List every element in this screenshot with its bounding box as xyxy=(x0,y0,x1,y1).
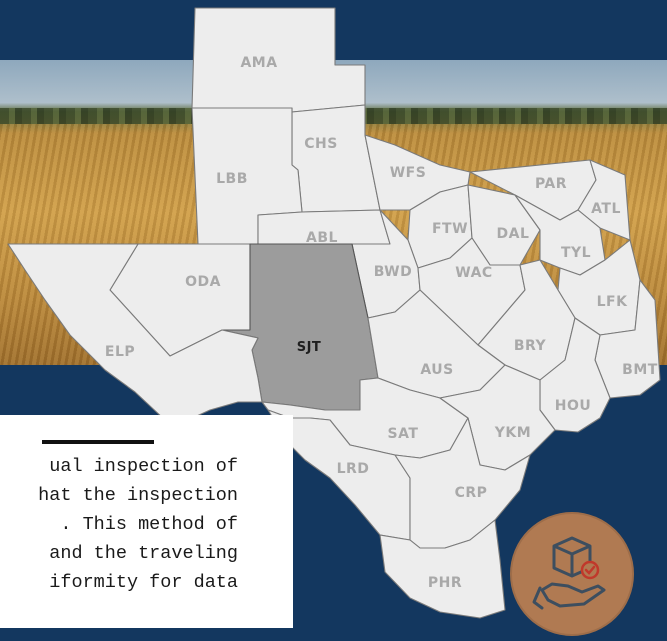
package-hand-icon xyxy=(510,512,634,636)
label-wfs: WFS xyxy=(390,165,427,181)
description-line: ual inspection of xyxy=(49,456,238,477)
label-elp: ELP xyxy=(105,344,135,360)
label-phr: PHR xyxy=(428,575,462,591)
description-text: ual inspection of hat the inspection . T… xyxy=(0,452,238,597)
district-ama[interactable] xyxy=(191,7,366,113)
description-card xyxy=(0,415,293,628)
description-line: . This method of xyxy=(60,514,238,535)
label-bry: BRY xyxy=(514,338,547,354)
label-oda: ODA xyxy=(185,274,221,290)
district-elp[interactable] xyxy=(7,243,263,421)
label-lrd: LRD xyxy=(337,461,370,477)
label-lbb: LBB xyxy=(216,171,248,187)
label-chs: CHS xyxy=(304,136,338,152)
label-lfk: LFK xyxy=(597,294,628,310)
label-sjt: SJT xyxy=(297,340,322,355)
label-tyl: TYL xyxy=(561,245,591,261)
label-ykm: YKM xyxy=(494,425,531,441)
label-bwd: BWD xyxy=(374,264,412,280)
label-crp: CRP xyxy=(455,485,488,501)
label-par: PAR xyxy=(535,176,567,192)
label-ftw: FTW xyxy=(432,221,468,237)
label-hou: HOU xyxy=(555,398,592,414)
label-bmt: BMT xyxy=(622,362,658,378)
district-phr[interactable] xyxy=(379,519,506,619)
heading-rule xyxy=(42,440,154,444)
description-line: and the traveling xyxy=(49,543,238,564)
label-sat: SAT xyxy=(388,426,419,442)
label-aus: AUS xyxy=(420,362,453,378)
label-abl: ABL xyxy=(306,230,338,246)
description-line: iformity for data xyxy=(49,572,238,593)
label-dal: DAL xyxy=(497,226,530,242)
label-ama: AMA xyxy=(240,55,277,71)
label-atl: ATL xyxy=(591,201,621,217)
texas-district-map: AMA CHS LBB WFS PAR ATL FTW DAL TYL ABL … xyxy=(7,7,661,619)
district-chs[interactable] xyxy=(291,104,381,213)
label-wac: WAC xyxy=(455,265,492,281)
description-line: hat the inspection xyxy=(38,485,238,506)
